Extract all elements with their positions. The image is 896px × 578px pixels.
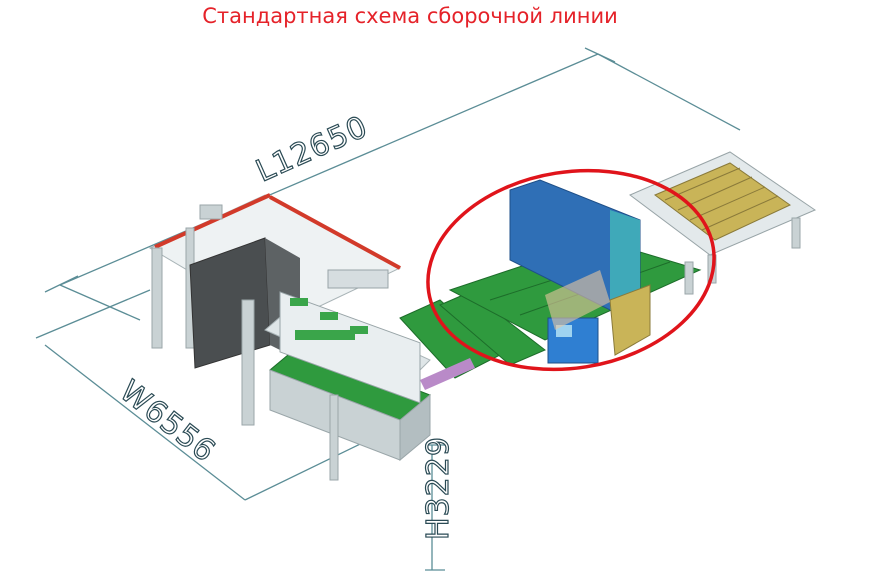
roller-table xyxy=(629,151,817,295)
highlight-ellipse xyxy=(426,168,716,372)
width-dimension-label: W6556 xyxy=(113,374,222,470)
height-dimension-label: H3229 xyxy=(421,436,456,540)
diagram-title: Стандартная схема сборочной линии xyxy=(202,4,618,28)
highlighted-station xyxy=(448,179,702,364)
middle-conveyors xyxy=(399,291,546,390)
left-gantry xyxy=(148,193,402,426)
press-machine xyxy=(264,269,431,481)
